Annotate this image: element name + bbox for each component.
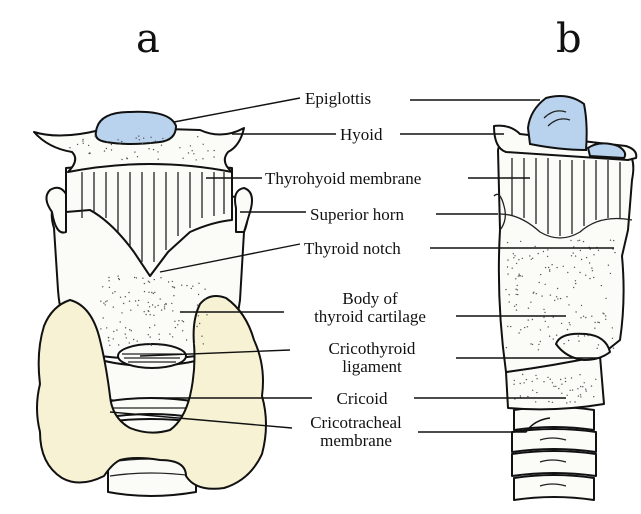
label-body-line2: thyroid cartilage <box>314 307 426 326</box>
panel-a-superior-horn-left <box>46 188 66 233</box>
panel-b-trachea <box>512 407 596 500</box>
panel-a-letter: a <box>136 16 160 62</box>
panel-a-superior-horn-right <box>235 188 252 232</box>
label-cricothyroid-line1: Cricothyroid <box>329 339 416 358</box>
label-epiglottis: Epiglottis <box>305 89 371 108</box>
panel-a-anterior-view <box>34 112 266 496</box>
panel-a-epiglottis <box>96 112 176 144</box>
panel-b-epiglottis <box>528 96 587 150</box>
label-cricotracheal-line2: membrane <box>320 431 392 450</box>
panel-b-lateral-view <box>494 96 636 500</box>
label-cricoid: Cricoid <box>337 389 388 408</box>
anatomy-labels: Epiglottis Hyoid Thyrohyoid membrane Sup… <box>265 89 426 450</box>
label-cricothyroid-line2: ligament <box>342 357 402 376</box>
label-thyrohyoid-membrane: Thyrohyoid membrane <box>265 169 421 188</box>
label-thyroid-notch: Thyroid notch <box>304 239 401 258</box>
label-body-line1: Body of <box>342 289 398 308</box>
label-hyoid: Hyoid <box>340 125 383 144</box>
label-superior-horn: Superior horn <box>310 205 404 224</box>
label-cricotracheal-line1: Cricotracheal <box>310 413 402 432</box>
panel-b-letter: b <box>556 16 582 62</box>
